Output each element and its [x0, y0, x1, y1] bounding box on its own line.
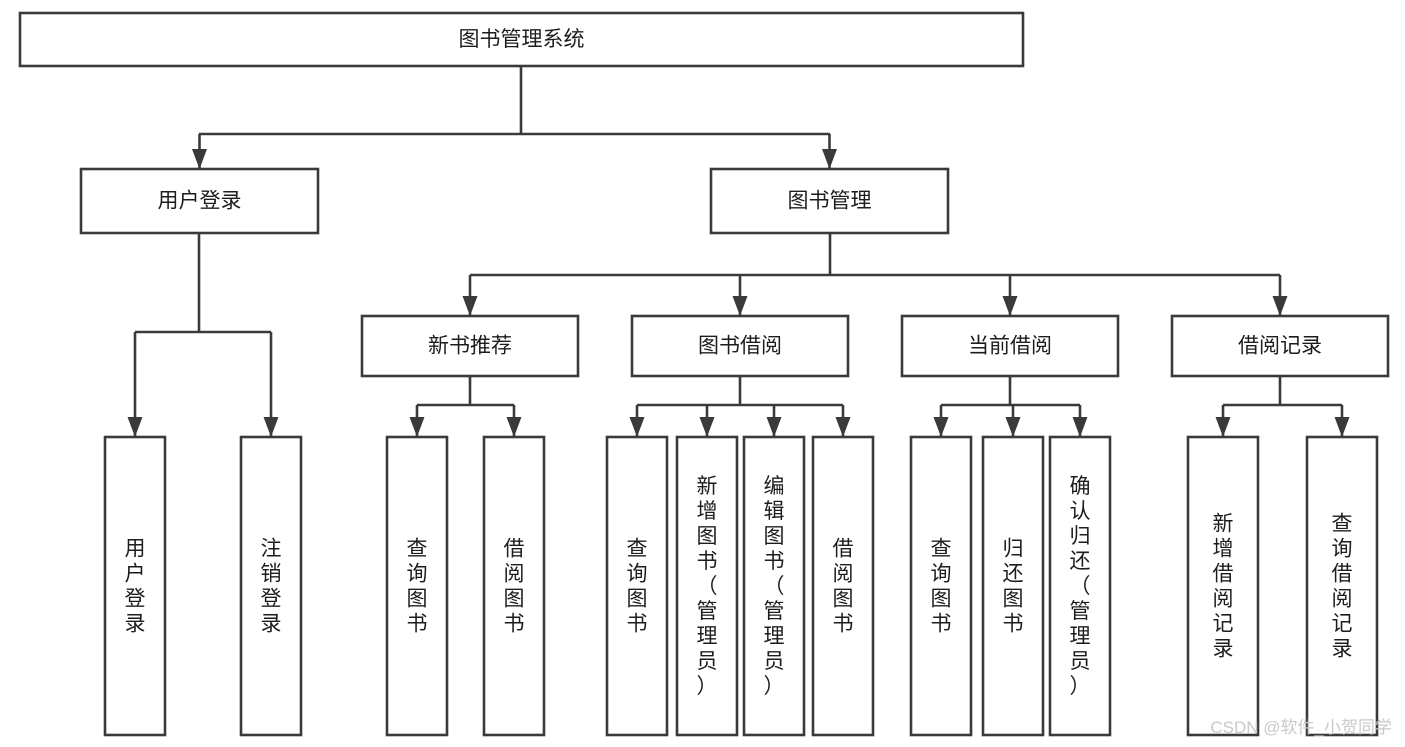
node-box[interactable] — [482, 435, 546, 737]
arrow-head-icon — [732, 296, 748, 316]
node-level3-book-borrow[interactable]: 图书借阅 — [630, 314, 850, 378]
arrow-head-icon — [127, 417, 143, 437]
node-box[interactable] — [385, 435, 449, 737]
node-label: 查询图书 — [627, 538, 648, 636]
node-leaf-leaf-return-book[interactable]: 归还图书 — [981, 435, 1045, 737]
node-box[interactable] — [605, 435, 669, 737]
node-label: 归还图书 — [1003, 538, 1024, 636]
node-box[interactable] — [709, 167, 950, 235]
node-label: 新书推荐 — [428, 335, 512, 358]
node-box[interactable] — [79, 167, 320, 235]
arrow-head-icon — [629, 417, 645, 437]
arrow-head-icon — [822, 149, 837, 169]
node-leaf-leaf-edit-book[interactable]: 编辑图书（管理员） — [742, 435, 806, 737]
node-label: 新增图书（管理员） — [697, 475, 718, 698]
node-box[interactable] — [360, 314, 580, 378]
arrow-head-icon — [1002, 296, 1018, 316]
node-leaf-leaf-query-book-2[interactable]: 查询图书 — [605, 435, 669, 737]
node-label: 确认归还（管理员） — [1070, 475, 1091, 698]
arrow-head-icon — [933, 417, 949, 437]
node-level3-new-book-rec[interactable]: 新书推荐 — [360, 314, 580, 378]
node-leaf-leaf-query-record[interactable]: 查询借阅记录 — [1305, 435, 1379, 737]
node-box[interactable] — [811, 435, 875, 737]
node-box[interactable] — [630, 314, 850, 378]
node-root-root[interactable]: 图书管理系统 — [18, 11, 1025, 68]
node-box[interactable] — [900, 314, 1120, 378]
node-leaf-leaf-borrow-book-1[interactable]: 借阅图书 — [482, 435, 546, 737]
node-label: 借阅图书 — [833, 538, 854, 636]
connector-layer — [127, 66, 1350, 437]
node-box[interactable] — [1186, 435, 1260, 737]
arrow-head-icon — [766, 417, 782, 437]
arrow-head-icon — [835, 417, 851, 437]
node-leaf-leaf-add-record[interactable]: 新增借阅记录 — [1186, 435, 1260, 737]
arrow-head-icon — [699, 417, 715, 437]
node-box[interactable] — [239, 435, 303, 737]
node-level3-borrow-record[interactable]: 借阅记录 — [1170, 314, 1390, 378]
node-label: 借阅图书 — [504, 538, 525, 636]
node-leaf-leaf-add-book[interactable]: 新增图书（管理员） — [675, 435, 739, 737]
node-label: 图书管理系统 — [459, 28, 585, 51]
node-box[interactable] — [18, 11, 1025, 68]
node-box[interactable] — [909, 435, 973, 737]
node-box[interactable] — [742, 435, 806, 737]
node-label: 查询图书 — [407, 538, 428, 636]
node-box[interactable] — [675, 435, 739, 737]
node-level3-current-borrow[interactable]: 当前借阅 — [900, 314, 1120, 378]
node-box[interactable] — [1048, 435, 1112, 737]
node-box[interactable] — [1170, 314, 1390, 378]
node-label: 当前借阅 — [968, 335, 1052, 358]
arrow-head-icon — [192, 149, 207, 169]
node-leaf-leaf-query-book-3[interactable]: 查询图书 — [909, 435, 973, 737]
arrow-head-icon — [263, 417, 279, 437]
node-label: 借阅记录 — [1238, 335, 1322, 358]
node-label: 图书借阅 — [698, 335, 782, 358]
node-label: 用户登录 — [125, 538, 146, 636]
arrow-head-icon — [409, 417, 425, 437]
node-leaf-leaf-confirm-return[interactable]: 确认归还（管理员） — [1048, 435, 1112, 737]
node-leaf-leaf-user-login[interactable]: 用户登录 — [103, 435, 167, 737]
node-level2-user-login[interactable]: 用户登录 — [79, 167, 320, 235]
arrow-head-icon — [1334, 417, 1350, 437]
node-label: 查询借阅记录 — [1332, 513, 1353, 661]
csdn-watermark: CSDN @软件_小贺同学 — [1210, 718, 1392, 737]
node-label: 新增借阅记录 — [1213, 513, 1234, 661]
node-label: 编辑图书（管理员） — [764, 475, 785, 698]
arrow-head-icon — [1005, 417, 1021, 437]
node-label: 用户登录 — [158, 190, 242, 213]
arrow-head-icon — [462, 296, 478, 316]
node-box[interactable] — [981, 435, 1045, 737]
node-label: 查询图书 — [931, 538, 952, 636]
node-leaf-leaf-borrow-book-2[interactable]: 借阅图书 — [811, 435, 875, 737]
node-leaf-leaf-query-book-1[interactable]: 查询图书 — [385, 435, 449, 737]
arrow-head-icon — [1072, 417, 1088, 437]
arrow-head-icon — [1272, 296, 1288, 316]
node-box[interactable] — [103, 435, 167, 737]
node-label: 图书管理 — [788, 190, 872, 213]
node-box[interactable] — [1305, 435, 1379, 737]
node-label: 注销登录 — [261, 538, 282, 636]
arrow-head-icon — [506, 417, 522, 437]
node-leaf-leaf-logout[interactable]: 注销登录 — [239, 435, 303, 737]
node-level2-book-manage[interactable]: 图书管理 — [709, 167, 950, 235]
arrow-head-icon — [1215, 417, 1231, 437]
node-box-layer: 图书管理系统用户登录图书管理新书推荐图书借阅当前借阅借阅记录用户登录注销登录查询… — [18, 11, 1390, 737]
